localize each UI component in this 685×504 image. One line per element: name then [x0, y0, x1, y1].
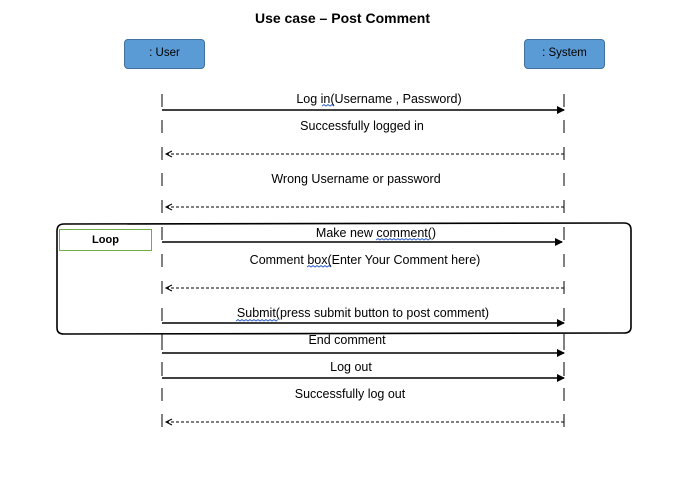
logged-in-message-label: Successfully logged in — [300, 119, 424, 133]
spellcheck-squiggle — [306, 264, 332, 268]
return-arrowhead — [164, 203, 173, 211]
logout-message-label: Log out — [330, 360, 372, 374]
return-arrowhead — [164, 418, 173, 426]
new-comment-message-label: Make new comment() — [315, 226, 437, 240]
loop-frame — [56, 222, 632, 335]
spellcheck-squiggle — [235, 318, 279, 322]
user-lifeline-head: : User — [124, 39, 205, 69]
spellcheck-squiggle — [375, 237, 431, 241]
login-message-label: Log in(Username , Password) — [296, 92, 462, 106]
logged-out-message-label: Successfully log out — [294, 387, 406, 401]
diagram-title: Use case – Post Comment — [254, 10, 431, 26]
system-lifeline-head: : System — [524, 39, 605, 69]
return-arrowhead — [164, 284, 173, 292]
comment-box-message-label: Comment box(Enter Your Comment here) — [249, 253, 481, 267]
submit-message-label: Submit(press submit button to post comme… — [236, 306, 490, 320]
end-comment-message-label: End comment — [308, 333, 386, 347]
loop-label: Loop — [59, 229, 152, 251]
spellcheck-squiggle — [321, 103, 335, 107]
return-arrowhead — [164, 150, 173, 158]
wrong-credentials-message-label: Wrong Username or password — [271, 172, 441, 186]
